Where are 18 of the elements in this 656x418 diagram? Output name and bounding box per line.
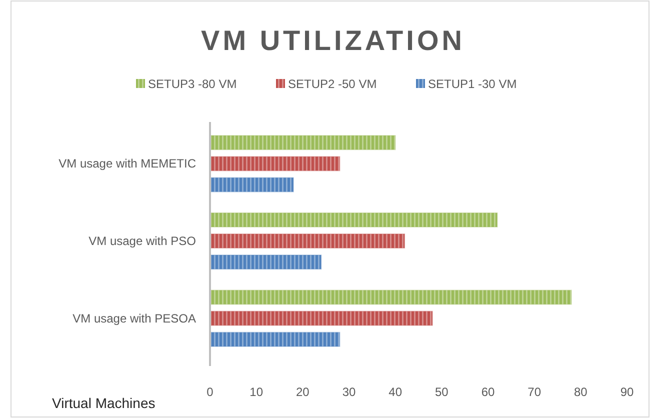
- tick-label: 60: [481, 385, 495, 399]
- legend-label: SETUP3 -80 VM: [148, 77, 237, 91]
- tick-label: 50: [434, 385, 448, 399]
- category-label: VM usage with MEMETIC: [58, 156, 196, 171]
- axis-title: Virtual Machines: [52, 395, 156, 411]
- category-label: VM usage with PESOA: [72, 311, 196, 326]
- tick-label: 20: [296, 385, 310, 399]
- tick-label: 30: [342, 385, 356, 399]
- category-label: VM usage with PSO: [88, 234, 196, 248]
- tick-label: 70: [528, 385, 542, 399]
- tick-label: 0: [206, 385, 214, 399]
- chart-title: VM UTILIZATION: [201, 25, 465, 56]
- legend-label: SETUP2 -50 VM: [288, 77, 377, 91]
- legend-label: SETUP1 -30 VM: [428, 77, 517, 91]
- tick-label: 40: [388, 385, 402, 399]
- tick-label: 90: [620, 385, 634, 399]
- tick-label: 80: [574, 385, 588, 399]
- tick-label: 10: [250, 385, 264, 399]
